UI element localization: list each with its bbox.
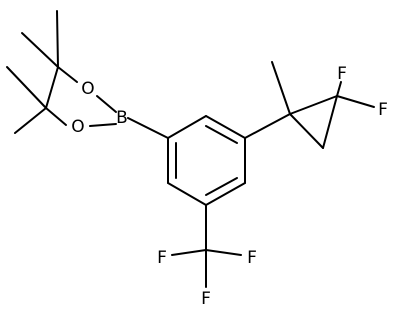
- bond-cp-c2: [289, 95, 338, 115]
- benzene-ring: [167, 115, 246, 206]
- bond-b-ring: [127, 117, 169, 139]
- bond-c1-me-b: [21, 32, 59, 68]
- bond-c1-c2: [45, 66, 59, 109]
- bond-ring-5: [167, 182, 207, 206]
- bond-ring-1: [167, 115, 207, 139]
- bond-ring-4: [205, 182, 246, 206]
- bond-c2-me-a: [6, 66, 47, 109]
- bond-c2-f4: [336, 81, 342, 97]
- bond-ring-cp: [244, 113, 291, 139]
- bond-cp-c3: [289, 113, 324, 149]
- atom-label-fluorine-1: F: [157, 248, 167, 268]
- bond-cp-c2-c3: [322, 95, 338, 149]
- bond-c2-me-b: [14, 107, 47, 134]
- atom-label-oxygen-1: O: [81, 79, 94, 99]
- bond-cp-methyl: [271, 61, 291, 115]
- bond-c2-f5: [336, 95, 375, 108]
- atom-label-fluorine-3: F: [201, 289, 211, 309]
- bond-b-o2: [89, 123, 117, 127]
- atom-labels: B O O F F F F F: [71, 64, 388, 309]
- bond-o1-c1: [57, 66, 78, 83]
- trifluoromethyl-group: [171, 204, 242, 288]
- bond-ring-2: [205, 115, 246, 139]
- dioxaborolane-ring: [6, 10, 117, 134]
- bond-ring-2-inner: [205, 125, 238, 144]
- atom-label-fluorine-5: F: [378, 100, 388, 120]
- bond-b-o1: [96, 95, 117, 113]
- bond-cf3-f2: [205, 249, 242, 256]
- atom-label-oxygen-2: O: [71, 117, 84, 137]
- atom-label-boron: B: [116, 108, 128, 128]
- bond-ring-4-inner: [205, 177, 238, 196]
- cyclopropyl-group: [244, 61, 375, 149]
- bond-c1-me-a: [56, 10, 59, 68]
- atom-label-fluorine-4: F: [337, 64, 347, 84]
- bond-o2-c2: [45, 107, 67, 126]
- bond-cf3-f1: [171, 249, 207, 256]
- atom-label-fluorine-2: F: [247, 248, 257, 268]
